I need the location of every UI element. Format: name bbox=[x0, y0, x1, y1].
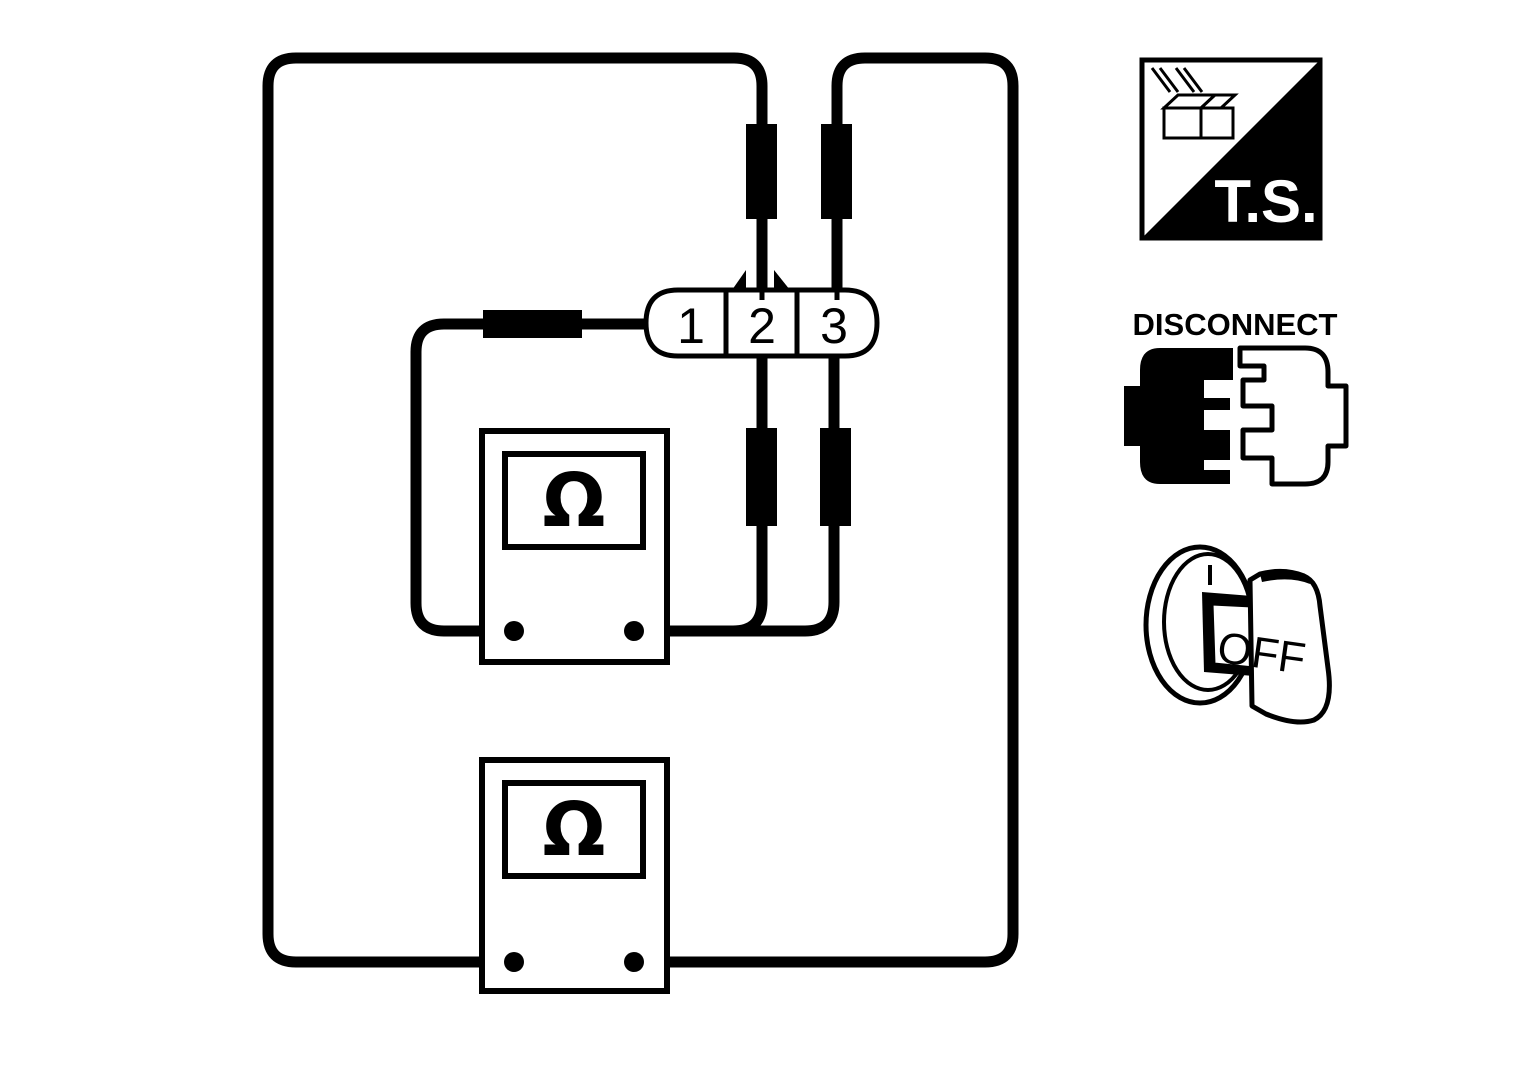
meter-probe-terminal bbox=[504, 621, 524, 641]
probe-body-top-right bbox=[821, 124, 852, 219]
meter-probe-terminal bbox=[624, 952, 644, 972]
ohmmeter-lower: Ω bbox=[479, 757, 670, 994]
off-label: OFF bbox=[1215, 623, 1309, 684]
meter-probe-terminal bbox=[624, 621, 644, 641]
connector-female-half bbox=[1237, 345, 1349, 487]
wire-outer-left bbox=[262, 52, 768, 968]
wire-inner-pin1 bbox=[410, 318, 658, 637]
pin-2-label: 2 bbox=[748, 298, 776, 354]
probe-body-top-left bbox=[746, 124, 777, 219]
connector-lock-tab bbox=[774, 270, 790, 290]
probe-body-lower-left bbox=[746, 428, 777, 526]
meter-display bbox=[502, 451, 646, 550]
probe-body-pin1 bbox=[483, 310, 582, 338]
pin-1-label: 1 bbox=[677, 298, 705, 354]
ohmmeter-upper: Ω bbox=[479, 428, 670, 665]
connector-lock-tab bbox=[732, 270, 746, 290]
ignition-key-off-icon: OFF bbox=[1143, 544, 1332, 725]
wire-outer-right bbox=[628, 52, 1019, 968]
ts-icon: T.S. bbox=[1139, 57, 1323, 241]
connector: 1 2 3 bbox=[643, 270, 880, 359]
ohm-icon: Ω bbox=[543, 787, 606, 873]
connector-male-half bbox=[1124, 348, 1233, 484]
disconnect-icon: DISCONNECT bbox=[1124, 307, 1349, 487]
ts-label: T.S. bbox=[1214, 168, 1317, 235]
meter-probe-terminal bbox=[504, 952, 524, 972]
connector-cube-icon bbox=[1150, 67, 1239, 140]
pin-3-label: 3 bbox=[820, 298, 848, 354]
meter-display bbox=[502, 780, 646, 879]
probe-body-lower-right bbox=[820, 428, 851, 526]
ohm-icon: Ω bbox=[543, 458, 606, 544]
wire-inner-pin3 bbox=[727, 350, 840, 637]
disconnect-label: DISCONNECT bbox=[1133, 307, 1338, 342]
connector-body bbox=[643, 287, 880, 359]
